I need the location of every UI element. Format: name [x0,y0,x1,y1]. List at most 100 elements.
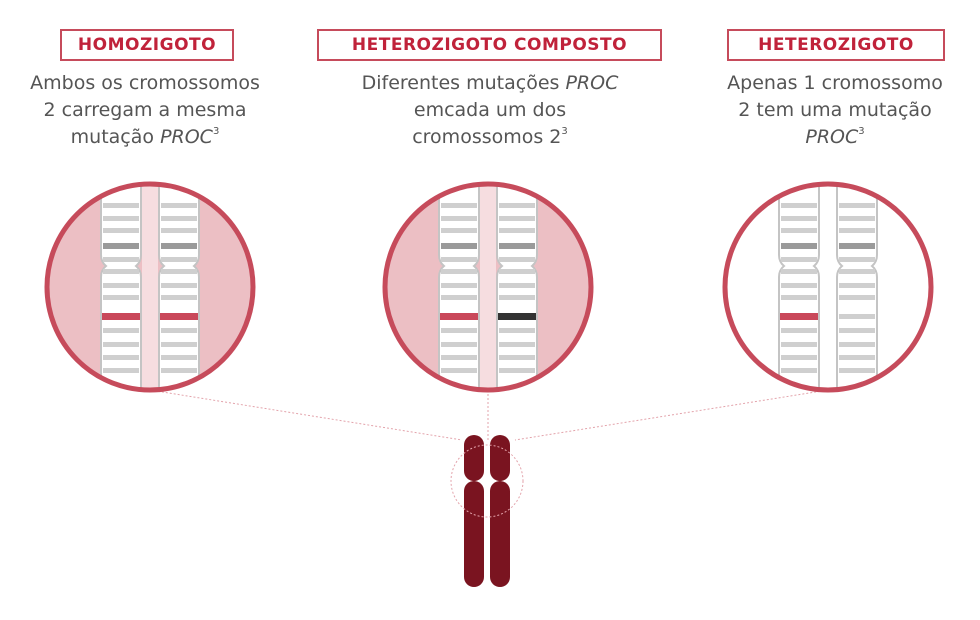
chromosome-right-short-arm [490,435,510,481]
band [781,295,817,300]
band [781,368,817,373]
band [781,228,817,233]
band [499,216,535,221]
zoom-region-circle [450,444,524,518]
mutation-band [102,313,140,320]
chromosome-left-short-arm [464,435,484,481]
mutation-band [780,313,818,320]
connector-line-left [149,389,463,441]
magnifier-background [725,184,931,390]
band [161,355,197,360]
band [499,328,535,333]
band [781,328,817,333]
mutation-band [440,313,478,320]
desc-line: Diferentes mutações PROC [330,70,650,97]
band [161,269,197,274]
band [839,314,875,319]
band [161,216,197,221]
band [781,283,817,288]
desc-line: PROC3 [695,124,975,151]
desc-line: cromossomos 23 [330,124,650,151]
band [839,342,875,347]
description-heterozigoto-composto: Diferentes mutações PROC emcada um dos c… [330,70,650,151]
gene-name: PROC [565,72,619,94]
desc-text: cromossomos 2 [412,126,562,148]
band [839,283,875,288]
band-dark [441,243,477,249]
desc-line: Apenas 1 cromossomo [727,72,943,94]
magnifier-ring [722,181,934,393]
band [441,355,477,360]
band [441,203,477,208]
band [441,257,477,262]
band [161,295,197,300]
band [441,342,477,347]
band [161,228,197,233]
mutation-band [160,313,198,320]
band [839,228,875,233]
band [103,269,139,274]
band [161,342,197,347]
band [499,228,535,233]
band [441,295,477,300]
reference-sup: 3 [858,126,865,137]
tag-heterozigoto-composto: HETEROZIGOTO COMPOSTO [317,29,662,61]
band [781,257,817,262]
band [781,269,817,274]
desc-line: mutação PROC3 [10,124,280,151]
chromosome-pair [464,435,510,587]
gap-strip [480,184,496,390]
band [161,368,197,373]
band-dark [499,243,535,249]
magnifier-homozigoto [44,181,256,393]
band [441,368,477,373]
band [103,328,139,333]
band [441,228,477,233]
band [103,203,139,208]
magnifier-ring [44,181,256,393]
desc-line: 2 tem uma mutação [738,99,932,121]
magnifier-ring [382,181,594,393]
band [499,295,535,300]
band-dark [161,243,197,249]
band [161,328,197,333]
band [839,257,875,262]
band [103,295,139,300]
description-heterozigoto: Apenas 1 cromossomo 2 tem uma mutação PR… [695,70,975,151]
band [839,269,875,274]
band [499,203,535,208]
tag-homozigoto: HOMOZIGOTO [60,29,234,61]
band [161,257,197,262]
gap-strip [142,184,158,390]
band-dark [103,243,139,249]
chromosome-right [496,184,538,390]
band [499,269,535,274]
band-dark [839,243,875,249]
band [161,203,197,208]
chromosome-left [100,184,142,390]
desc-line: 2 carregam a mesma [43,99,247,121]
chromosome-left [778,184,820,390]
gene-name: PROC [805,126,859,148]
band [103,355,139,360]
reference-sup: 3 [561,126,568,137]
band [103,216,139,221]
chromosome-left [438,184,480,390]
band [441,283,477,288]
band [103,368,139,373]
desc-text: mutação [70,126,161,148]
band-dark [781,243,817,249]
chromosome-right-long-arm [490,481,510,587]
band [839,203,875,208]
chromosome-right [836,184,878,390]
reference-sup: 3 [212,126,220,137]
band [839,216,875,221]
band [781,342,817,347]
description-homozigoto: Ambos os cromossomos 2 carregam a mesma … [10,70,280,151]
desc-text: Diferentes mutações [361,72,566,94]
chromosome-right [158,184,200,390]
band [499,257,535,262]
band [499,342,535,347]
band [103,283,139,288]
